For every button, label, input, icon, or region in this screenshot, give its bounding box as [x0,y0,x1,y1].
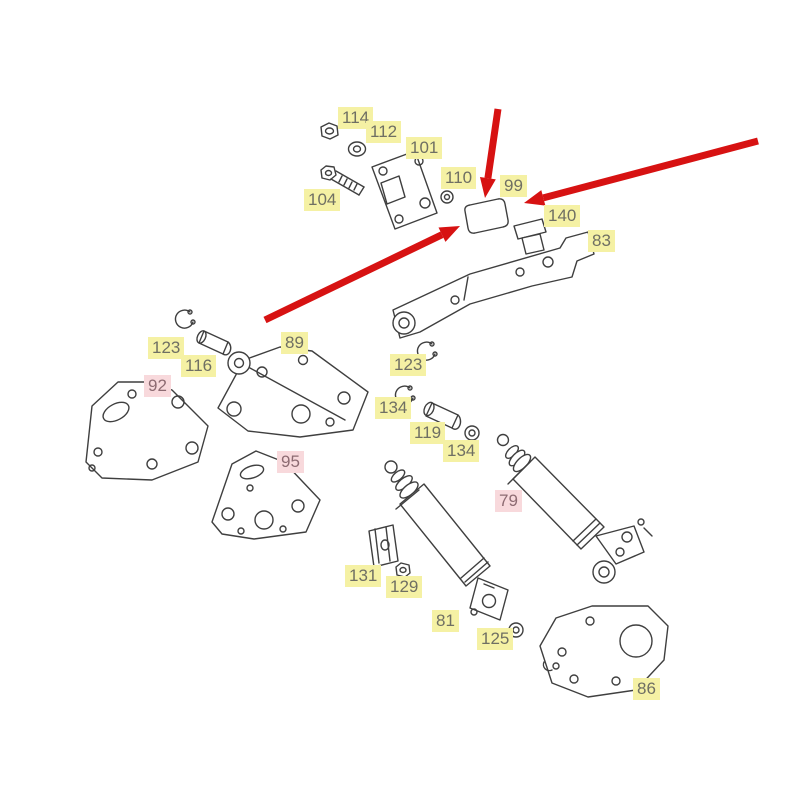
part-label: 86 [633,678,660,700]
red-arrow-head-2 [524,190,546,206]
red-arrow-shaft-1 [484,108,502,179]
part-116-pin-icon [196,330,232,356]
part-89-bracket-icon [217,346,369,438]
part-104-bolt-icon [320,165,365,196]
part-label: 99 [500,175,527,197]
part-140-clip-icon [513,218,547,255]
part-79-cylinder-icon [496,433,653,584]
part-label: 116 [181,355,217,377]
part-92-bracket-icon [85,381,209,481]
part-86-bracket-plate-icon [539,605,669,698]
part-label: 101 [406,137,443,159]
annotation-layer [263,108,759,324]
part-label: 125 [477,628,514,650]
part-label: 95 [277,451,304,473]
part-label: 81 [432,610,459,632]
red-arrow-head-3 [438,226,460,242]
part-112-washer-icon [347,141,367,157]
part-99-pad-plate-icon [464,198,509,234]
part-label: 123 [390,354,427,376]
part-114-nut-icon [320,122,339,140]
part-label: 79 [495,490,522,512]
part-label: 92 [144,375,171,397]
part-label: 112 [366,121,402,143]
part-label: 104 [304,189,341,211]
part-123-circlip-left-icon [174,309,196,329]
part-label: 114 [338,107,374,129]
part-95-bracket-icon [211,450,321,540]
red-arrow-shaft-2 [542,137,759,202]
part-label: 131 [345,565,382,587]
part-label: 123 [148,337,185,359]
part-label: 119 [410,422,446,444]
part-81-cylinder-icon [384,460,509,621]
part-129-nut-icon [395,562,411,578]
parts-drawing [85,122,669,698]
part-123-circlip-middle-icon [416,341,438,361]
part-label: 89 [281,332,308,354]
part-119-pin-icon [423,401,462,430]
part-label: 134 [375,397,412,419]
part-label: 140 [544,205,581,227]
part-101-bracket-plate-icon [371,150,438,230]
part-label: 110 [441,167,477,189]
red-arrow-head-1 [479,177,496,198]
red-arrow-shaft-3 [263,231,444,324]
part-label: 83 [588,230,615,252]
part-label: 129 [386,576,423,598]
part-131-channel-bracket-icon [368,524,399,568]
part-83-bracket-arm-icon [392,231,595,339]
part-110-washer-icon [440,190,454,204]
part-label: 134 [443,440,480,462]
